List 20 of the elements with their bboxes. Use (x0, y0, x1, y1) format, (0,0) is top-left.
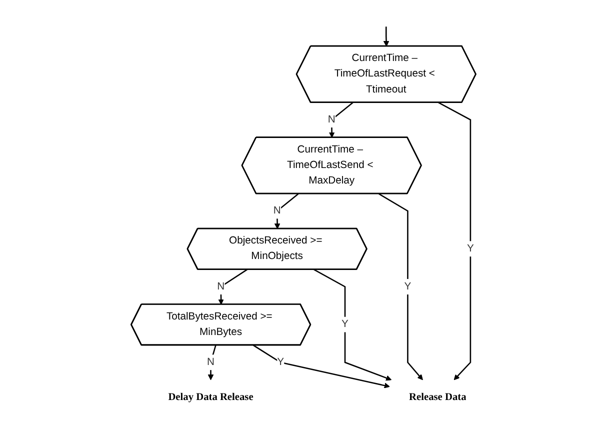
node-text: Delay Data Release (168, 392, 253, 403)
arrow (383, 26, 389, 47)
edge-label: Y (276, 356, 284, 368)
arrow (378, 193, 423, 380)
edge-label: Y (466, 243, 474, 254)
edge-label: N (327, 114, 335, 125)
arrow (274, 193, 298, 230)
arrow (328, 102, 353, 138)
edge-label: N (272, 205, 280, 216)
edge-label: Y (404, 280, 411, 292)
edge-label: Y (341, 318, 348, 330)
edge-label: N (206, 356, 214, 368)
arrow (438, 102, 471, 380)
flowchart: N N N N Y Y Y Y CurrentTime – TimeOfLastRequest < Ttimeout CurrentTime – TimeOfLastSend < MaxDelay ObjectsReceived >= MinObjects TotalBytesReceived >= MinBytes Delay Data Release Release Data (126, 2, 490, 420)
arrow (218, 269, 248, 305)
edge-label: N (216, 280, 224, 292)
node-text: Release Data (408, 392, 466, 403)
arrow (313, 268, 392, 381)
arrow (207, 345, 216, 380)
arrow (252, 344, 390, 388)
